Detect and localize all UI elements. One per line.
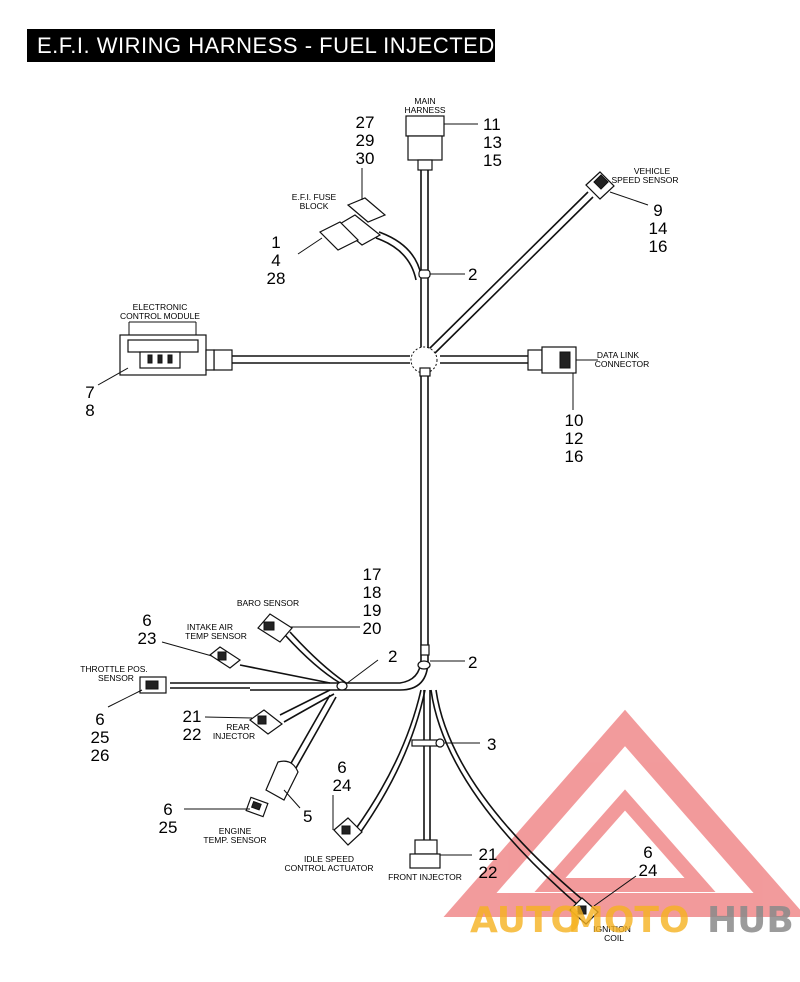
electronic-control-module bbox=[97, 321, 215, 386]
component-labels: MAIN HARNESS E.F.I. FUSE BLOCK VEHICLE S… bbox=[80, 96, 678, 943]
callout-tps-b: 25 bbox=[91, 728, 110, 747]
callout-fuse-top-c: 30 bbox=[356, 149, 375, 168]
callout-clip-lower-right: 2 bbox=[468, 653, 477, 672]
callout-engine-temp-b: 25 bbox=[159, 818, 178, 837]
callout-main-harness-c: 15 bbox=[483, 151, 502, 170]
callout-tps-c: 26 bbox=[91, 746, 110, 765]
callout-fuse-top-a: 27 bbox=[356, 113, 375, 132]
callout-vss-c: 16 bbox=[649, 237, 668, 256]
label-engine-temp-1: ENGINE bbox=[219, 826, 252, 836]
callout-baro-c: 19 bbox=[363, 601, 382, 620]
callout-baro-a: 17 bbox=[363, 565, 382, 584]
diagram-title: E.F.I. WIRING HARNESS - FUEL INJECTED bbox=[37, 33, 495, 58]
callout-tps-a: 6 bbox=[95, 710, 104, 729]
rear-injector bbox=[204, 709, 284, 735]
label-fuse-block-1: E.F.I. FUSE bbox=[292, 192, 337, 202]
idle-speed-control-actuator bbox=[332, 795, 363, 846]
label-fuse-block-2: BLOCK bbox=[300, 201, 329, 211]
baro-sensor bbox=[257, 613, 360, 643]
callout-dlc-b: 12 bbox=[565, 429, 584, 448]
callout-iat-b: 23 bbox=[138, 629, 157, 648]
callout-ignition-coil-a: 6 bbox=[643, 843, 652, 862]
label-vss-2: SPEED SENSOR bbox=[611, 175, 678, 185]
label-ecm-1: ELECTRONIC bbox=[133, 302, 188, 312]
label-isca-2: CONTROL ACTUATOR bbox=[284, 863, 373, 873]
callout-dlc-a: 10 bbox=[565, 411, 584, 430]
watermark-hub: HUB bbox=[707, 900, 794, 941]
callout-front-injector-b: 22 bbox=[479, 863, 498, 882]
harness-lower bbox=[170, 631, 584, 906]
engine-temp-sensor bbox=[184, 760, 301, 818]
callout-engine-temp-a: 6 bbox=[163, 800, 172, 819]
callout-baro-d: 20 bbox=[363, 619, 382, 638]
main-harness-connector bbox=[405, 115, 478, 171]
callout-dlc-c: 16 bbox=[565, 447, 584, 466]
callout-engine-temp-boot: 5 bbox=[303, 807, 312, 826]
callout-fuse-left-c: 28 bbox=[267, 269, 286, 288]
label-rear-injector-1: REAR bbox=[226, 722, 250, 732]
callout-numbers: 11 13 15 27 29 30 1 4 28 2 9 14 16 7 8 1… bbox=[85, 113, 667, 882]
data-link-connector bbox=[527, 346, 598, 410]
callout-clamp: 3 bbox=[487, 735, 496, 754]
watermark-auto: AUTO bbox=[470, 900, 581, 941]
label-iat-2: TEMP SENSOR bbox=[185, 631, 247, 641]
label-ecm-2: CONTROL MODULE bbox=[120, 311, 200, 321]
callout-main-harness-a: 11 bbox=[483, 115, 501, 134]
callout-ecm-b: 8 bbox=[85, 401, 94, 420]
callout-baro-b: 18 bbox=[363, 583, 382, 602]
efi-fuse-block bbox=[297, 168, 387, 255]
callout-fuse-left-b: 4 bbox=[271, 251, 280, 270]
watermark-text: AUTO MOTO HUB bbox=[470, 900, 794, 941]
throttle-position-sensor bbox=[107, 676, 167, 708]
front-injector bbox=[409, 839, 472, 869]
label-tps-1: THROTTLE POS. bbox=[80, 664, 148, 674]
callout-isca-a: 6 bbox=[337, 758, 346, 777]
vehicle-speed-sensor bbox=[585, 171, 649, 206]
callout-isca-b: 24 bbox=[333, 776, 352, 795]
label-rear-injector-2: INJECTOR bbox=[213, 731, 255, 741]
callout-vss-a: 9 bbox=[653, 201, 662, 220]
intake-air-temp-sensor bbox=[161, 641, 242, 669]
watermark-logo bbox=[443, 709, 800, 917]
callout-fuse-top-b: 29 bbox=[356, 131, 375, 150]
harness-trunk bbox=[213, 168, 594, 660]
watermark-moto: MOTO bbox=[568, 900, 690, 941]
label-main-harness-1: MAIN bbox=[414, 96, 435, 106]
label-baro: BARO SENSOR bbox=[237, 598, 299, 608]
callout-ecm-a: 7 bbox=[85, 383, 94, 402]
label-tps-2: SENSOR bbox=[98, 673, 134, 683]
label-front-injector: FRONT INJECTOR bbox=[388, 872, 462, 882]
label-isca-1: IDLE SPEED bbox=[304, 854, 354, 864]
callout-main-harness-b: 13 bbox=[483, 133, 502, 152]
label-dlc-1: DATA LINK bbox=[597, 350, 640, 360]
label-ignition-coil-2: COIL bbox=[604, 933, 624, 943]
ignition-coil bbox=[569, 875, 637, 925]
label-dlc-2: CONNECTOR bbox=[595, 359, 650, 369]
callout-rear-injector-b: 22 bbox=[183, 725, 202, 744]
callout-iat-a: 6 bbox=[142, 611, 151, 630]
label-main-harness-2: HARNESS bbox=[404, 105, 445, 115]
title-bar: E.F.I. WIRING HARNESS - FUEL INJECTED bbox=[27, 29, 495, 62]
callout-clip-upper: 2 bbox=[468, 265, 477, 284]
callout-front-injector-a: 21 bbox=[479, 845, 498, 864]
callout-clip-lower-left: 2 bbox=[388, 647, 397, 666]
label-vss-1: VEHICLE bbox=[634, 166, 671, 176]
callout-ignition-coil-b: 24 bbox=[639, 861, 658, 880]
label-ignition-coil-1: IGNITION bbox=[593, 924, 631, 934]
callout-vss-b: 14 bbox=[649, 219, 668, 238]
callout-rear-injector-a: 21 bbox=[183, 707, 202, 726]
label-iat-1: INTAKE AIR bbox=[187, 622, 233, 632]
callout-fuse-left-a: 1 bbox=[271, 233, 280, 252]
label-engine-temp-2: TEMP. SENSOR bbox=[203, 835, 266, 845]
